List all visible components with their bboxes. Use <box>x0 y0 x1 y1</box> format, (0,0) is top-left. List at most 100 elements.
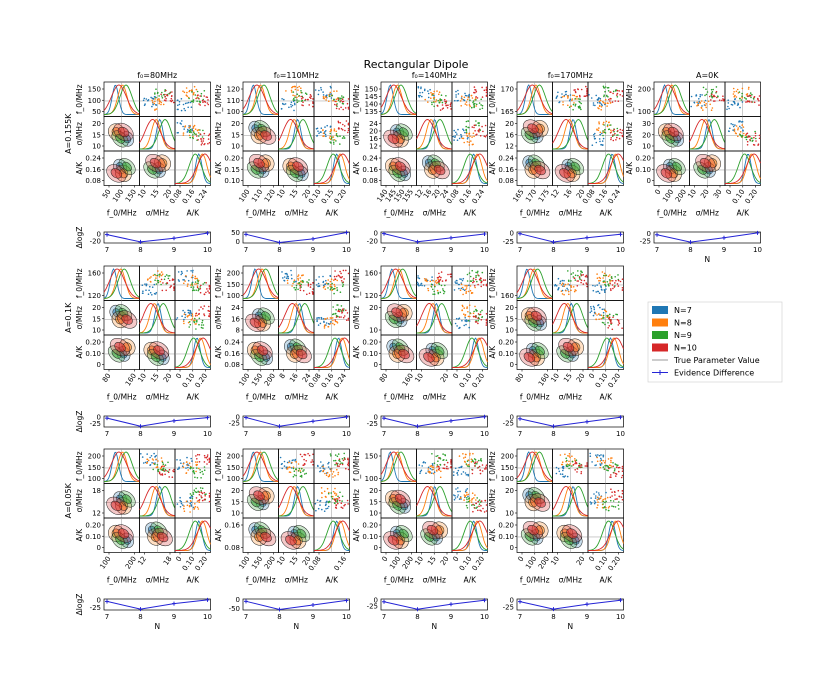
x-tick-label: 80 <box>101 372 113 384</box>
sample-point-n7 <box>431 472 433 475</box>
sample-point-n7 <box>152 103 154 106</box>
sample-point-n7 <box>317 130 319 132</box>
subplot-2-0 <box>242 517 279 553</box>
sample-point-n10 <box>436 104 439 107</box>
sample-point-n8 <box>568 293 570 296</box>
sample-point-n7 <box>728 130 730 132</box>
y-tick-label: 200 <box>227 453 240 461</box>
sample-point-n10 <box>585 282 587 284</box>
y-tick-label: 20 <box>231 487 240 495</box>
sample-point-n10 <box>202 101 204 104</box>
sample-point-n10 <box>617 100 620 102</box>
sample-point-n8 <box>150 276 152 278</box>
sample-point-n9 <box>574 105 577 107</box>
sample-point-n8 <box>711 107 714 109</box>
sample-point-n8 <box>735 125 738 127</box>
sample-point-n9 <box>297 470 300 472</box>
sample-point-n10 <box>485 319 488 322</box>
sample-point-n8 <box>160 103 162 106</box>
sample-point-n8 <box>597 504 599 506</box>
sample-point-n9 <box>478 124 480 127</box>
sample-point-n7 <box>187 128 189 131</box>
x-tick-label: 20 <box>439 555 451 567</box>
sample-point-n10 <box>585 274 588 277</box>
sample-point-n8 <box>183 91 186 94</box>
sample-point-n10 <box>615 279 617 282</box>
sample-point-n8 <box>609 274 611 276</box>
sample-point-n7 <box>568 99 571 102</box>
sample-point-n10 <box>612 129 614 132</box>
sample-point-n10 <box>206 454 209 456</box>
sample-point-n9 <box>341 102 344 105</box>
contour-inner-n10 <box>110 168 123 179</box>
corner-panel-r0-c0: f₀=80MHzA=0.155K50100150f_0/MHz101520σ/M… <box>64 71 212 254</box>
sample-point-n7 <box>178 100 181 103</box>
sample-point-n7 <box>419 470 422 473</box>
sample-point-n7 <box>319 500 321 503</box>
sample-point-n8 <box>323 327 326 329</box>
evidence-xtick: 7 <box>244 613 248 621</box>
sample-point-n8 <box>423 278 426 280</box>
sample-point-n9 <box>188 97 190 100</box>
sample-point-n10 <box>477 509 479 512</box>
sample-point-n10 <box>304 454 307 456</box>
sample-point-n8 <box>596 460 599 463</box>
y-tick-label: 0.16 <box>224 350 240 358</box>
subplot-1-0 <box>103 483 140 519</box>
sample-point-n10 <box>203 491 206 494</box>
sample-point-n10 <box>480 500 483 502</box>
sample-point-n7 <box>149 456 151 459</box>
sample-point-n10 <box>473 126 475 129</box>
sample-point-n7 <box>457 128 459 131</box>
sample-point-n9 <box>295 474 297 477</box>
sample-point-n7 <box>317 317 320 319</box>
sample-point-n8 <box>733 91 735 93</box>
sample-point-n10 <box>450 102 452 104</box>
sample-point-n9 <box>331 497 334 500</box>
x-axis-label: f_0/MHz <box>246 576 276 585</box>
sample-point-n9 <box>336 103 338 105</box>
x-axis-label: A/K <box>599 393 613 402</box>
sample-point-n10 <box>618 321 620 323</box>
x-tick-label: 24 <box>301 372 313 384</box>
marginal-curve-n8 <box>278 303 314 334</box>
sample-point-n8 <box>290 89 293 92</box>
subplot-1-1 <box>139 483 176 519</box>
marginal-curve-n7 <box>103 84 140 115</box>
sample-point-n7 <box>559 282 561 285</box>
sample-point-n8 <box>466 285 469 287</box>
sample-point-n10 <box>173 289 175 291</box>
sample-point-n10 <box>610 98 612 100</box>
sample-point-n8 <box>435 99 438 101</box>
sample-point-n9 <box>295 284 298 287</box>
sample-point-n7 <box>597 98 599 101</box>
sample-point-n8 <box>428 470 431 473</box>
sample-point-n10 <box>307 98 309 101</box>
sample-point-n7 <box>595 94 597 97</box>
sample-point-n7 <box>323 468 326 470</box>
sample-point-n9 <box>479 108 481 110</box>
sample-point-n10 <box>477 500 480 503</box>
sample-point-n7 <box>732 100 735 103</box>
subplot-1-1 <box>278 300 315 336</box>
evidence-ytick: 0 <box>647 230 651 238</box>
sample-point-n10 <box>485 468 487 470</box>
sample-point-n8 <box>568 455 571 457</box>
y-tick-label: 24 <box>231 304 240 312</box>
sample-point-n9 <box>740 99 743 101</box>
sample-point-n8 <box>289 466 291 469</box>
y-tick-label: 0.20 <box>85 339 101 347</box>
y-tick-label: 160 <box>365 270 378 278</box>
sample-point-n10 <box>337 121 340 124</box>
x-tick-label: 10 <box>275 188 287 200</box>
sample-point-n10 <box>485 134 488 137</box>
evidence-ytick: 0 <box>97 596 101 604</box>
sample-point-n7 <box>565 93 567 96</box>
sample-point-n9 <box>611 277 613 280</box>
sample-point-n10 <box>335 504 338 507</box>
sample-point-n8 <box>194 277 197 280</box>
sample-point-n8 <box>573 94 576 97</box>
y-tick-label: 0 <box>374 361 378 369</box>
sample-point-n8 <box>190 319 193 321</box>
sample-point-n7 <box>189 126 191 128</box>
